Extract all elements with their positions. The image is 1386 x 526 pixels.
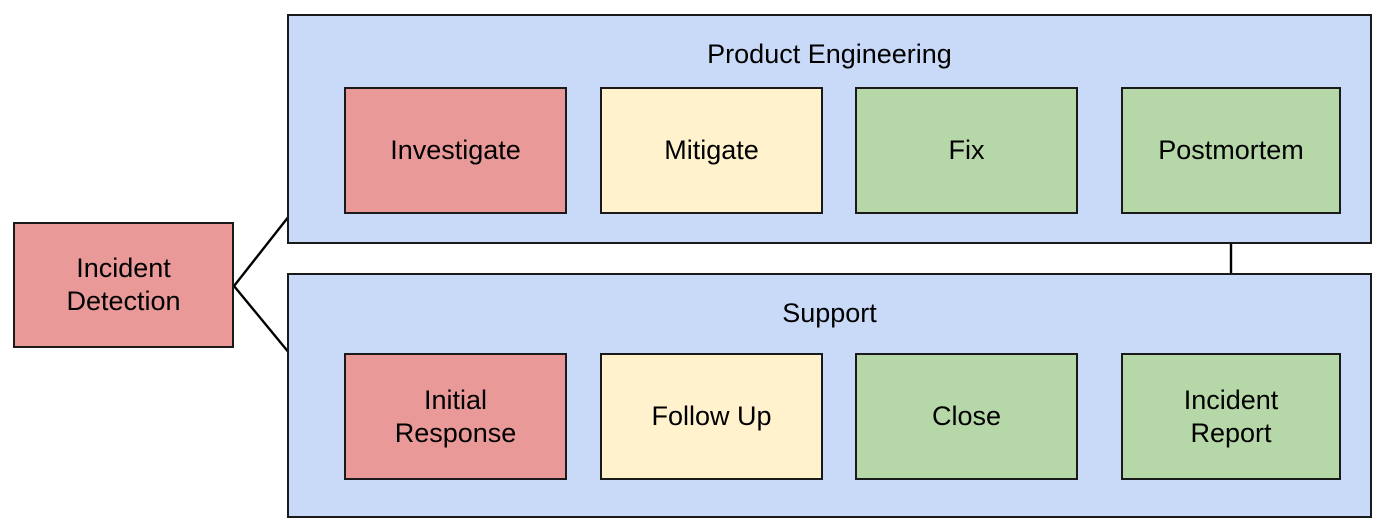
node-label: Postmortem: [1158, 135, 1304, 166]
node-incident-report[interactable]: Incident Report: [1121, 353, 1341, 480]
node-label: Close: [931, 401, 1002, 432]
node-label: Initial Response: [394, 384, 517, 448]
node-label: Incident Detection: [66, 253, 181, 316]
node-investigate[interactable]: Investigate: [344, 87, 567, 214]
node-label: Mitigate: [664, 135, 759, 166]
node-close[interactable]: Close: [855, 353, 1078, 480]
node-postmortem[interactable]: Postmortem: [1121, 87, 1341, 214]
node-incident-detection[interactable]: Incident Detection: [13, 222, 234, 348]
node-label: Fix: [948, 135, 985, 166]
lane-title-product-engineering: Product Engineering: [707, 39, 952, 69]
node-label: Incident Report: [1183, 384, 1279, 448]
lane-title-support: Support: [782, 298, 877, 328]
node-label: Follow Up: [651, 401, 772, 432]
node-fix[interactable]: Fix: [855, 87, 1078, 214]
node-initial-response[interactable]: Initial Response: [344, 353, 567, 480]
node-label: Investigate: [390, 135, 521, 166]
node-mitigate[interactable]: Mitigate: [600, 87, 823, 214]
node-follow-up[interactable]: Follow Up: [600, 353, 823, 480]
